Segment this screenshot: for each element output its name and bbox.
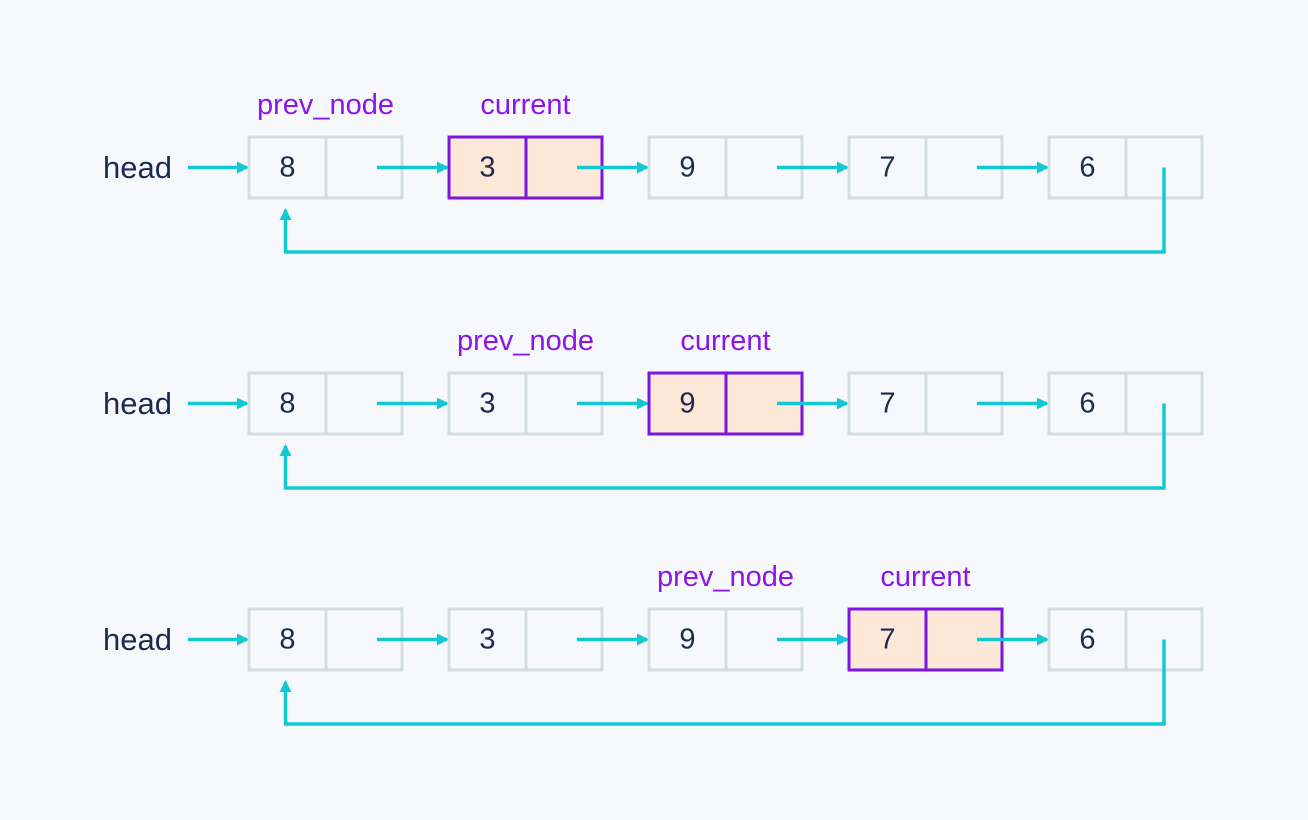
list-row-3: head 8 3 9 7 6 prev_node current: [103, 561, 1204, 726]
node-value: 6: [1079, 388, 1095, 420]
node-value: 7: [879, 152, 895, 184]
current-label: current: [480, 89, 570, 121]
list-node: 8: [247, 371, 404, 436]
current-label: current: [680, 325, 770, 357]
list-node: 9: [647, 135, 804, 200]
list-node: 9: [647, 607, 804, 672]
node-value: 3: [479, 388, 495, 420]
list-node: 9: [647, 371, 804, 436]
node-value: 7: [879, 624, 895, 656]
prev-node-label: prev_node: [657, 561, 794, 593]
node-value: 3: [479, 152, 495, 184]
node-value: 8: [279, 624, 295, 656]
list-node: 3: [447, 607, 604, 672]
list-node: 3: [447, 371, 604, 436]
list-node: 7: [847, 371, 1004, 436]
head-label: head: [103, 622, 172, 657]
node-value: 6: [1079, 152, 1095, 184]
node-value: 8: [279, 152, 295, 184]
list-node: 7: [847, 135, 1004, 200]
circular-link-arrow: [279, 403, 1166, 490]
list-node: 6: [1047, 135, 1204, 200]
list-node: 8: [247, 607, 404, 672]
node-value: 9: [679, 388, 695, 420]
list-row-2: head 8 3 9 7 6 prev_node current: [103, 325, 1204, 490]
node-value: 8: [279, 388, 295, 420]
current-label: current: [880, 561, 970, 593]
prev-node-label: prev_node: [257, 89, 394, 121]
circular-link-arrow: [279, 639, 1166, 726]
node-value: 3: [479, 624, 495, 656]
list-node: 7: [847, 607, 1004, 672]
head-label: head: [103, 150, 172, 185]
node-value: 9: [679, 624, 695, 656]
node-value: 6: [1079, 624, 1095, 656]
list-node: 6: [1047, 607, 1204, 672]
list-node: 6: [1047, 371, 1204, 436]
circular-link-arrow: [279, 167, 1166, 254]
list-row-1: head 8 3 9 7 6 prev_node current: [103, 89, 1204, 254]
head-label: head: [103, 386, 172, 421]
node-value: 9: [679, 152, 695, 184]
node-value: 7: [879, 388, 895, 420]
prev-node-label: prev_node: [457, 325, 594, 357]
